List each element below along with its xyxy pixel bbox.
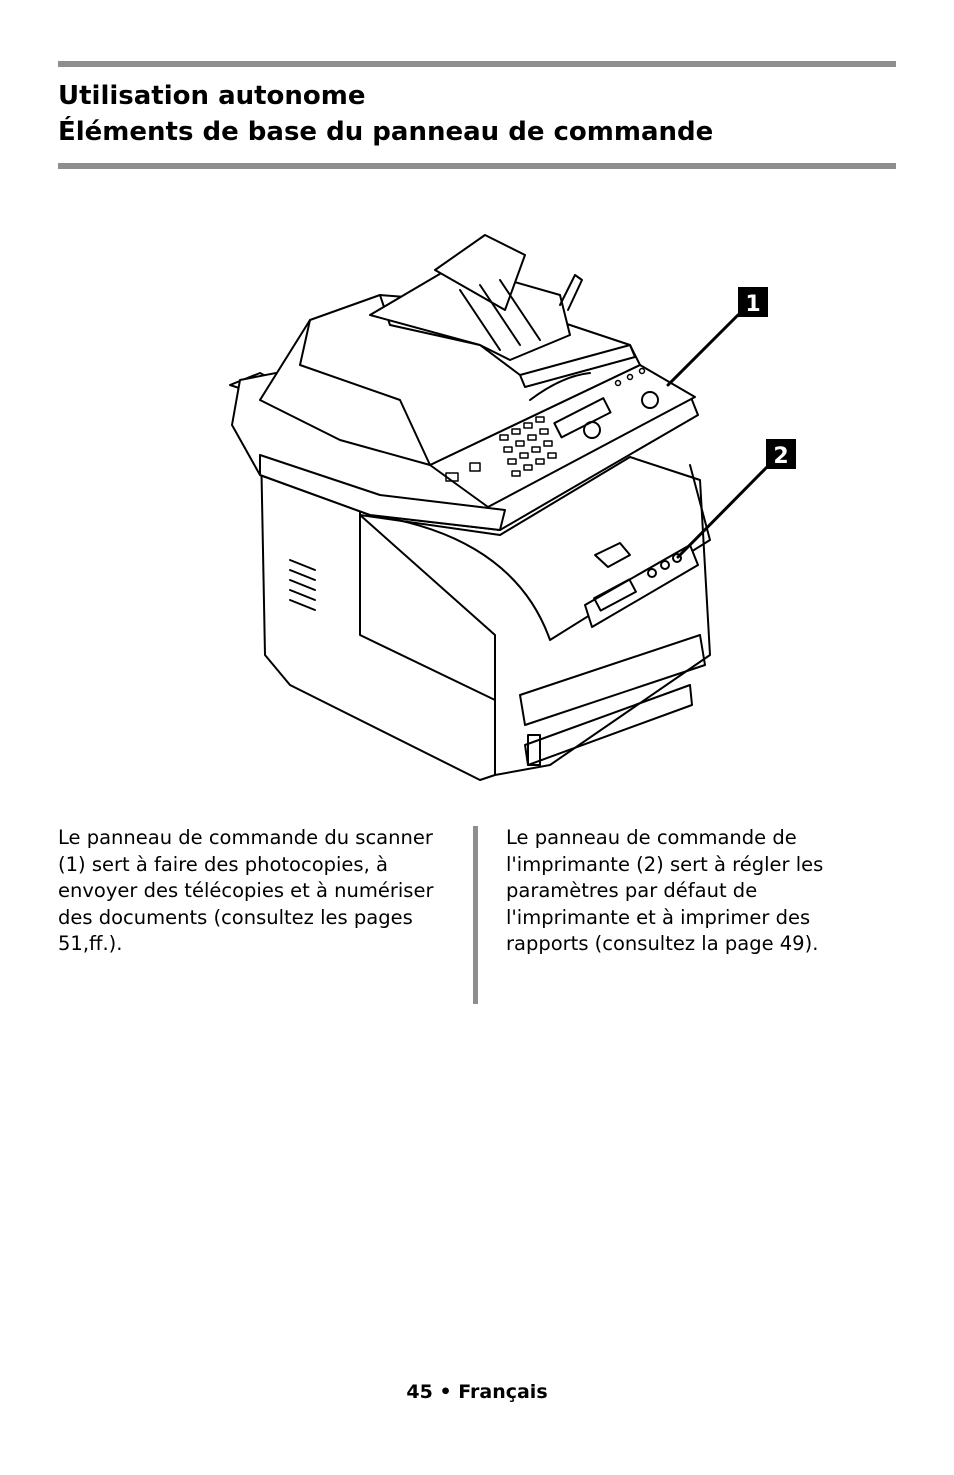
- page-title: Utilisation autonome Éléments de base du…: [58, 78, 713, 150]
- header-rule-bottom: [58, 163, 896, 169]
- title-line-1: Utilisation autonome: [58, 81, 366, 111]
- scanner-panel-description: Le panneau de commande du scanner (1) se…: [58, 826, 434, 955]
- callout-2-label: 2: [773, 444, 788, 469]
- printer-panel-description: Le panneau de commande de l'imprimante (…: [506, 826, 824, 955]
- page-footer: 45 • Français: [0, 1381, 954, 1403]
- header-rule-top: [58, 61, 896, 67]
- footer-bullet: •: [439, 1381, 452, 1403]
- title-line-2: Éléments de base du panneau de commande: [58, 117, 714, 147]
- page-number: 45: [406, 1381, 433, 1403]
- footer-language: Français: [458, 1381, 548, 1403]
- callout-1-label: 1: [745, 292, 760, 317]
- column-divider: [473, 826, 478, 1004]
- mfp-printer-illustration: 1 2: [229, 234, 796, 781]
